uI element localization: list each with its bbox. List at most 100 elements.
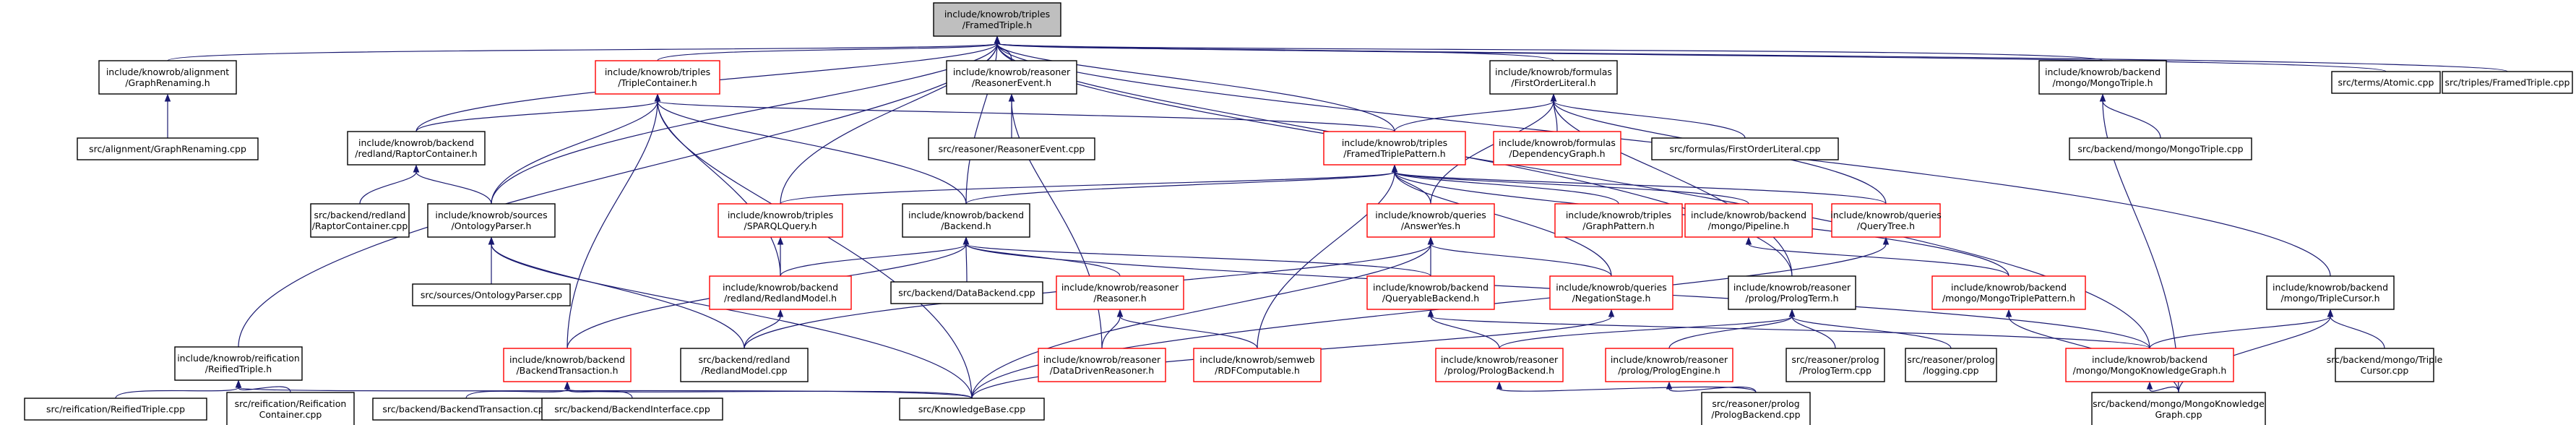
file-node-n16[interactable]: src/formulas/FirstOrderLiteral.cpp xyxy=(1651,137,1839,160)
file-node-n49[interactable]: src/backend/mongo/MongoKnowledgeGraph.cp… xyxy=(2091,392,2266,425)
file-node-n40[interactable]: src/reasoner/prolog/logging.cpp xyxy=(1905,348,1997,382)
node-box[interactable] xyxy=(2065,348,2234,382)
file-node-n14[interactable]: include/knowrob/triples/FramedTriplePatt… xyxy=(1323,131,1466,166)
file-node-n25[interactable]: src/backend/DataBackend.cpp xyxy=(890,281,1043,304)
node-box[interactable] xyxy=(709,275,852,310)
node-box[interactable] xyxy=(1489,60,1618,95)
file-node-n28[interactable]: include/knowrob/queries/NegationStage.h xyxy=(1549,275,1673,310)
file-node-n3[interactable]: include/knowrob/triples/TripleContainer.… xyxy=(595,60,720,95)
node-box[interactable] xyxy=(718,203,843,238)
node-box[interactable] xyxy=(1493,131,1621,166)
node-box[interactable] xyxy=(1366,203,1495,238)
node-box[interactable] xyxy=(541,398,723,421)
file-node-n32[interactable]: include/knowrob/reification/ReifiedTripl… xyxy=(174,346,303,381)
node-box[interactable] xyxy=(1366,275,1495,310)
node-box[interactable] xyxy=(2335,348,2434,382)
file-node-n21[interactable]: include/knowrob/triples/GraphPattern.h xyxy=(1554,203,1683,238)
file-node-n23[interactable]: include/knowrob/queries/QueryTree.h xyxy=(1830,203,1942,238)
node-box[interactable] xyxy=(1056,275,1184,310)
node-box[interactable] xyxy=(1323,131,1466,166)
file-node-n12[interactable]: include/knowrob/sources/OntologyParser.h xyxy=(427,203,556,238)
file-node-n5[interactable]: src/reasoner/ReasonerEvent.cpp xyxy=(928,137,1095,160)
file-node-n39[interactable]: src/reasoner/prolog/PrologTerm.cpp xyxy=(1785,348,1885,382)
file-node-n29[interactable]: include/knowrob/reasoner/prolog/PrologTe… xyxy=(1728,275,1856,310)
node-box[interactable] xyxy=(2331,71,2441,94)
node-box[interactable] xyxy=(1728,275,1856,310)
file-node-n19[interactable]: include/knowrob/backend/Backend.h xyxy=(902,203,1030,238)
file-node-n33[interactable]: src/backend/redland/RedlandModel.cpp xyxy=(680,348,809,382)
node-box[interactable] xyxy=(24,398,207,421)
file-node-n15[interactable]: include/knowrob/formulas/DependencyGraph… xyxy=(1493,131,1621,166)
file-node-n48[interactable]: src/reasoner/prolog/PrologBackend.cpp xyxy=(1701,392,1811,425)
node-box[interactable] xyxy=(77,137,259,160)
node-box[interactable] xyxy=(98,60,237,95)
file-node-n7[interactable]: include/knowrob/backend/mongo/MongoTripl… xyxy=(2038,60,2167,95)
node-box[interactable] xyxy=(902,203,1030,238)
node-box[interactable] xyxy=(1549,275,1673,310)
file-node-n26[interactable]: include/knowrob/reasoner/Reasoner.h xyxy=(1056,275,1184,310)
node-box[interactable] xyxy=(1605,348,1733,382)
node-box[interactable] xyxy=(2069,137,2252,160)
file-node-n47[interactable]: src/KnowledgeBase.cpp xyxy=(899,398,1045,421)
node-box[interactable] xyxy=(310,203,410,238)
node-box[interactable] xyxy=(899,398,1045,421)
node-box[interactable] xyxy=(1193,348,1322,382)
node-box[interactable] xyxy=(2091,392,2266,425)
node-box[interactable] xyxy=(174,346,303,381)
node-box[interactable] xyxy=(1651,137,1839,160)
file-node-n6[interactable]: include/knowrob/formulas/FirstOrderLiter… xyxy=(1489,60,1618,95)
node-box[interactable] xyxy=(1785,348,1885,382)
file-node-n22[interactable]: include/knowrob/backend/mongo/Pipeline.h xyxy=(1684,203,1813,238)
file-node-n20[interactable]: include/knowrob/queries/AnswerYes.h xyxy=(1366,203,1495,238)
file-node-n18[interactable]: include/knowrob/triples/SPARQLQuery.h xyxy=(718,203,843,238)
node-box[interactable] xyxy=(1831,203,1941,238)
file-node-n43[interactable]: src/reification/ReifiedTriple.cpp xyxy=(24,398,207,421)
node-box[interactable] xyxy=(946,60,1077,95)
node-box[interactable] xyxy=(928,137,1095,160)
file-node-n30[interactable]: include/knowrob/backend/mongo/MongoTripl… xyxy=(1931,275,2086,310)
file-node-n46[interactable]: src/backend/BackendInterface.cpp xyxy=(541,398,723,421)
file-node-n42[interactable]: src/backend/mongo/TripleCursor.cpp xyxy=(2327,348,2443,382)
file-node-n11[interactable]: src/backend/redland/RaptorContainer.cpp xyxy=(310,203,410,238)
node-box[interactable] xyxy=(427,203,556,238)
node-box[interactable] xyxy=(890,281,1043,304)
file-node-n38[interactable]: include/knowrob/reasoner/prolog/PrologEn… xyxy=(1605,348,1733,382)
node-box[interactable] xyxy=(2266,275,2395,310)
file-node-n27[interactable]: include/knowrob/backend/QueryableBackend… xyxy=(1366,275,1495,310)
node-box[interactable] xyxy=(1684,203,1813,238)
node-box[interactable] xyxy=(2038,60,2167,95)
file-node-n4[interactable]: include/knowrob/reasoner/ReasonerEvent.h xyxy=(946,60,1077,95)
file-node-n13[interactable]: src/sources/OntologyParser.cpp xyxy=(412,283,571,306)
node-box[interactable] xyxy=(1701,392,1811,425)
node-box[interactable] xyxy=(503,348,632,382)
file-node-n34[interactable]: include/knowrob/backend/BackendTransacti… xyxy=(503,348,632,382)
file-node-n17[interactable]: src/backend/mongo/MongoTriple.cpp xyxy=(2069,137,2252,160)
file-node-n24[interactable]: include/knowrob/backend/redland/RedlandM… xyxy=(709,275,852,310)
node-box[interactable] xyxy=(372,398,560,421)
node-box[interactable] xyxy=(1931,275,2086,310)
node-box[interactable] xyxy=(595,60,720,95)
node-box[interactable] xyxy=(226,392,355,425)
node-box[interactable] xyxy=(1554,203,1683,238)
file-node-n35[interactable]: include/knowrob/reasoner/DataDrivenReaso… xyxy=(1038,348,1166,382)
file-node-n8[interactable]: src/terms/Atomic.cpp xyxy=(2331,71,2441,94)
file-node-n45[interactable]: src/backend/BackendTransaction.cpp xyxy=(372,398,560,421)
file-node-n41[interactable]: include/knowrob/backend/mongo/MongoKnowl… xyxy=(2065,348,2234,382)
node-box[interactable] xyxy=(412,283,571,306)
node-box[interactable] xyxy=(2442,71,2573,94)
node-box[interactable] xyxy=(1038,348,1166,382)
file-node-n0[interactable]: include/knowrob/triples/FramedTriple.h xyxy=(933,2,1061,37)
file-node-n10[interactable]: include/knowrob/backend/redland/RaptorCo… xyxy=(347,131,486,166)
file-node-n9[interactable]: src/triples/FramedTriple.cpp xyxy=(2442,71,2573,94)
file-node-n36[interactable]: include/knowrob/semweb/RDFComputable.h xyxy=(1193,348,1322,382)
file-node-n2[interactable]: src/alignment/GraphRenaming.cpp xyxy=(77,137,259,160)
file-node-n1[interactable]: include/knowrob/alignment/GraphRenaming.… xyxy=(98,60,237,95)
node-box[interactable] xyxy=(680,348,809,382)
file-node-n37[interactable]: include/knowrob/reasoner/prolog/PrologBa… xyxy=(1435,348,1564,382)
node-box[interactable] xyxy=(1905,348,1997,382)
node-box[interactable] xyxy=(347,131,486,166)
node-box[interactable] xyxy=(933,2,1061,37)
node-box[interactable] xyxy=(1435,348,1564,382)
file-node-n31[interactable]: include/knowrob/backend/mongo/TripleCurs… xyxy=(2266,275,2395,310)
